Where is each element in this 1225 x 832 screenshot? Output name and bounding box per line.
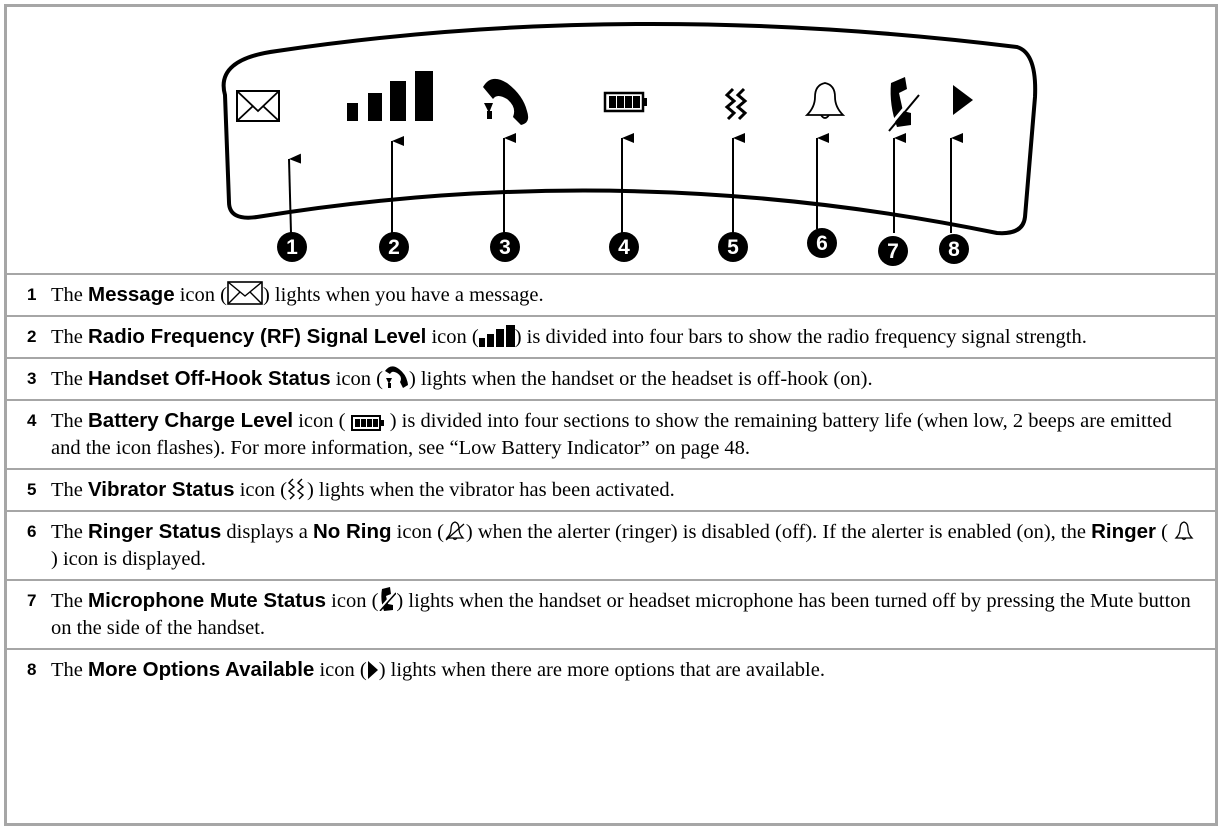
battery-icon: [350, 415, 384, 431]
no-ring-icon: [445, 521, 465, 541]
item-number: 7: [27, 591, 37, 610]
item-number: 5: [27, 480, 37, 499]
callout-8: 8: [948, 238, 960, 261]
list-item: 2 The Radio Frequency (RF) Signal Level …: [7, 315, 1215, 357]
item-title: Vibrator Status: [88, 478, 235, 501]
item-number: 3: [27, 369, 37, 388]
bell-icon: [1174, 521, 1194, 541]
item-title: Radio Frequency (RF) Signal Level: [88, 325, 427, 348]
callout-4: 4: [618, 236, 630, 259]
callout-5: 5: [727, 236, 739, 259]
display-outline: [221, 21, 1038, 236]
item-title: Message: [88, 283, 175, 306]
item-number: 1: [27, 285, 37, 304]
list-item: 7 The Microphone Mute Status icon () lig…: [7, 579, 1215, 648]
callout-2: 2: [388, 236, 400, 259]
more-arrow-icon: [953, 85, 973, 115]
more-arrow-icon: [367, 661, 378, 679]
icon-legend: 1 The Message icon () lights when you ha…: [7, 273, 1215, 690]
no-ring-label: No Ring: [312, 520, 392, 543]
vibrator-icon: [724, 87, 748, 121]
item-title: More Options Available: [88, 658, 315, 681]
item-title: Ringer Status: [88, 520, 222, 543]
item-number: 8: [27, 660, 37, 679]
list-item: 6 The Ringer Status displays a No Ring i…: [7, 510, 1215, 579]
item-title: Handset Off-Hook Status: [88, 367, 331, 390]
item-number: 6: [27, 522, 37, 541]
item-number: 4: [27, 411, 37, 430]
list-item: 4 The Battery Charge Level icon ( ) is d…: [7, 399, 1215, 468]
mute-icon: [378, 587, 397, 611]
mute-icon: [885, 77, 920, 132]
vibrator-icon: [287, 478, 305, 500]
item-title: Microphone Mute Status: [88, 589, 327, 612]
ringer-label: Ringer: [1091, 520, 1157, 543]
callout-7: 7: [887, 240, 899, 263]
callout-arrows: [288, 133, 963, 234]
list-item: 1 The Message icon () lights when you ha…: [7, 273, 1215, 315]
battery-icon: [603, 91, 647, 113]
list-item: 5 The Vibrator Status icon () lights whe…: [7, 468, 1215, 510]
list-item: 3 The Handset Off-Hook Status icon () li…: [7, 357, 1215, 399]
bell-icon: [804, 82, 846, 119]
item-title: Battery Charge Level: [88, 409, 294, 432]
list-item: 8 The More Options Available icon () lig…: [7, 648, 1215, 690]
signal-bars-icon: [478, 325, 515, 347]
callout-3: 3: [499, 236, 511, 259]
callout-1: 1: [286, 236, 298, 259]
signal-bars-icon: [347, 71, 433, 121]
handset-off-hook-icon: [483, 78, 529, 125]
display-diagram: 1 2 3 4 5 6 7 8: [221, 21, 1038, 266]
page-frame: 1 2 3 4 5 6 7 8 1 The Message icon () li…: [4, 4, 1218, 826]
envelope-icon: [227, 281, 263, 305]
item-number: 2: [27, 327, 37, 346]
handset-off-hook-icon: [384, 366, 408, 388]
envelope-icon: [236, 90, 280, 122]
callout-6: 6: [816, 232, 828, 255]
